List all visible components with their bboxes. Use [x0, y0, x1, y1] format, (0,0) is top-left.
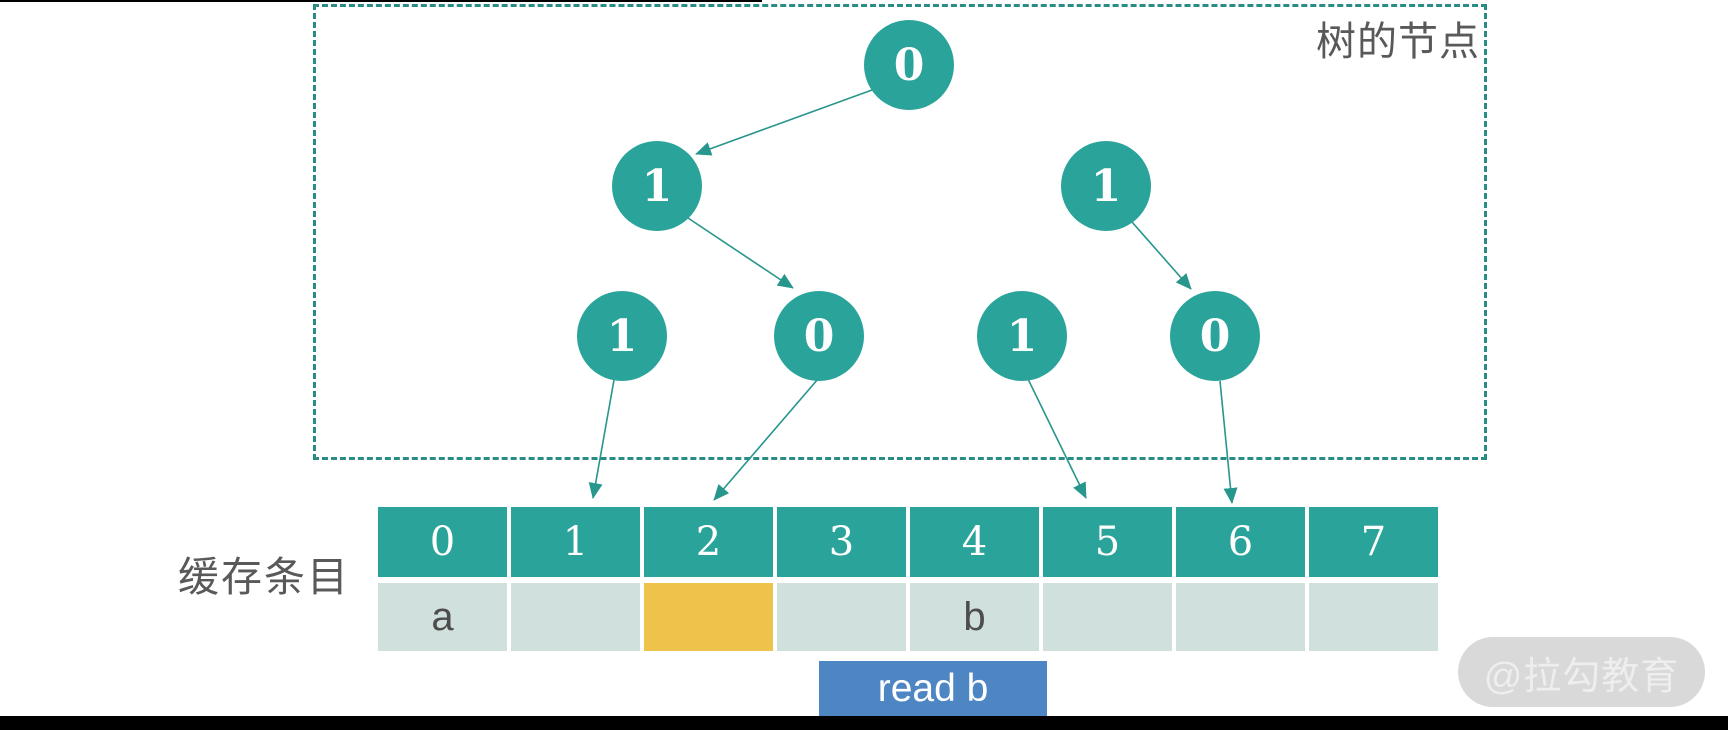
bottom-black-bar — [0, 716, 1728, 730]
cache-header-cell-4: 4 — [910, 507, 1039, 577]
tree-region-label: 树的节点 — [1316, 20, 1480, 64]
tree-node-level2-right: 1 — [1061, 141, 1151, 231]
tree-node-level3-c: 1 — [977, 291, 1067, 381]
cache-cell-6 — [1176, 583, 1305, 651]
cache-cell-0: a — [378, 583, 507, 651]
cache-table: 0 1 2 3 4 5 6 7 a b — [378, 507, 1438, 651]
tree-node-level3-b: 0 — [774, 291, 864, 381]
cache-header-cell-6: 6 — [1176, 507, 1305, 577]
tree-node-level3-a: 1 — [577, 291, 667, 381]
cache-cell-5 — [1043, 583, 1172, 651]
tree-node-root: 0 — [864, 20, 954, 110]
tree-node-level2-left: 1 — [612, 141, 702, 231]
cache-header-cell-0: 0 — [378, 507, 507, 577]
tree-nodes-region — [313, 4, 1487, 460]
cache-header-cell-1: 1 — [511, 507, 640, 577]
watermark-badge: @拉勾教育 — [1458, 637, 1705, 707]
cache-cell-4: b — [910, 583, 1039, 651]
cache-cell-3 — [777, 583, 906, 651]
cache-cell-2-highlighted — [644, 583, 773, 651]
cache-value-row: a b — [378, 583, 1438, 651]
top-edge-line — [0, 0, 762, 2]
cache-header-row: 0 1 2 3 4 5 6 7 — [378, 507, 1438, 577]
cache-cell-7 — [1309, 583, 1438, 651]
cache-header-cell-7: 7 — [1309, 507, 1438, 577]
tree-node-level3-d: 0 — [1170, 291, 1260, 381]
watermark-text: @拉勾教育 — [1483, 655, 1680, 698]
read-b-label: read b — [819, 661, 1047, 717]
cache-header-cell-2: 2 — [644, 507, 773, 577]
cache-header-cell-5: 5 — [1043, 507, 1172, 577]
cache-entries-label: 缓存条目 — [178, 554, 350, 600]
cache-cell-1 — [511, 583, 640, 651]
cache-header-cell-3: 3 — [777, 507, 906, 577]
